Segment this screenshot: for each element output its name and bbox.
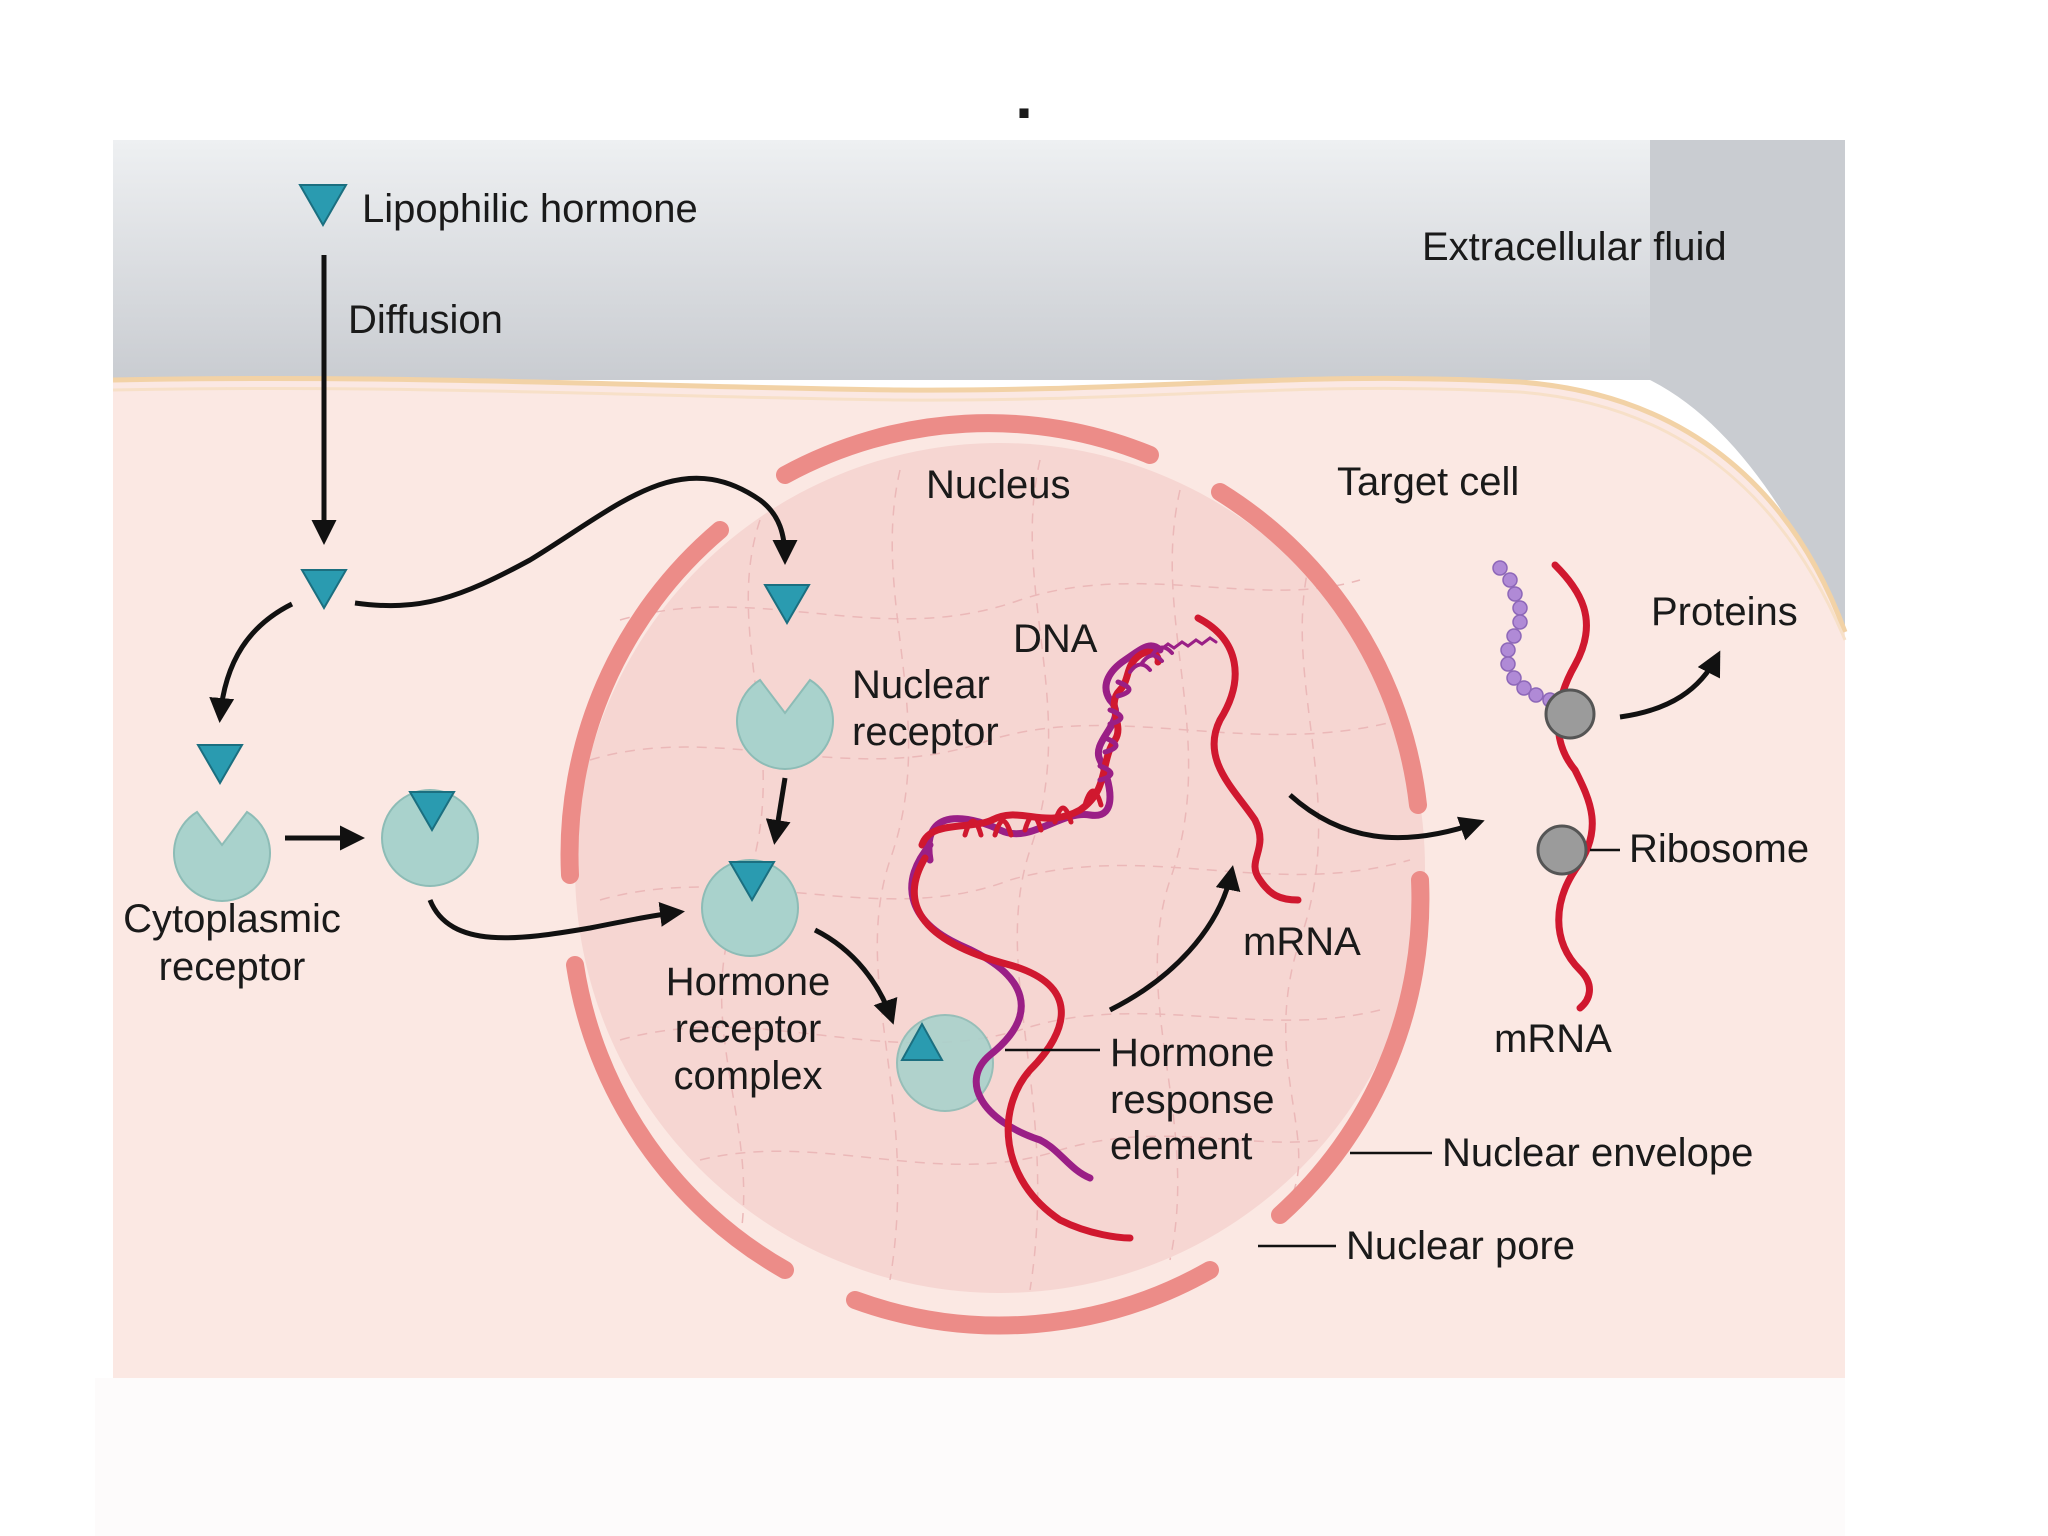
- hormone-icon: [196, 744, 244, 785]
- hormone-icon: [763, 584, 811, 625]
- label-nucleus: Nucleus: [926, 463, 1071, 507]
- arrow-to-complex: [427, 899, 685, 941]
- label-hormone-response-element-line2: response: [1110, 1078, 1275, 1122]
- cell-membrane: [112, 375, 1848, 633]
- label-hormone-receptor-complex-line1: Hormone: [666, 960, 831, 1004]
- arrow-protein-release: [1619, 650, 1721, 720]
- label-dna: DNA: [1013, 617, 1098, 661]
- extracellular-side-region: [1650, 140, 1845, 640]
- label-hormone-receptor-complex-line3: complex: [674, 1054, 823, 1098]
- nuclear-receptor: [736, 678, 834, 770]
- dna-double-helix: [908, 636, 1218, 1242]
- arrow-to-cytoplasmic-receptor: [209, 601, 294, 723]
- label-nuclear-receptor-line1: Nuclear: [852, 663, 990, 707]
- label-lipophilic-hormone: Lipophilic hormone: [362, 187, 698, 231]
- label-cytoplasmic-receptor-line2: receptor: [159, 945, 306, 989]
- mrna-strand-cytoplasmic: [1551, 561, 1596, 1012]
- pathway-arrows: [209, 255, 1721, 1025]
- protein-chain: [1492, 560, 1558, 708]
- nucleoplasm: [575, 443, 1425, 1293]
- arrow-mrna-export: [1288, 793, 1485, 841]
- lipophilic-hormone-icon: [298, 184, 348, 228]
- mrna-strand-nuclear: [1194, 614, 1302, 904]
- ribosome: [1536, 824, 1588, 876]
- label-hormone-response-element-line1: Hormone: [1110, 1031, 1275, 1075]
- slide-bullet: .: [1015, 60, 1033, 132]
- label-leader-lines: [1005, 848, 1620, 1248]
- ribosome: [1544, 688, 1596, 740]
- label-ribosome: Ribosome: [1629, 827, 1809, 871]
- arrow-nuclear-receptor-to-complex: [765, 777, 791, 845]
- hormone-receptor-complex: [701, 859, 799, 957]
- arrow-complex-to-dna: [813, 927, 898, 1025]
- cell-membrane-inner: [112, 386, 1847, 641]
- label-hormone-response-element-line3: element: [1110, 1124, 1252, 1168]
- slide-bottom-area: [95, 1378, 1845, 1536]
- label-proteins: Proteins: [1651, 590, 1798, 634]
- label-diffusion: Diffusion: [348, 298, 503, 342]
- hormone-icon: [300, 569, 348, 610]
- hormone-bound-cytoplasmic-receptor: [381, 789, 479, 887]
- arrow-to-nucleus: [354, 475, 798, 609]
- label-nuclear-envelope: Nuclear envelope: [1442, 1131, 1753, 1175]
- nuclear-envelope: [560, 414, 1430, 1335]
- label-mrna-nuclear: mRNA: [1243, 920, 1361, 964]
- label-target-cell: Target cell: [1337, 460, 1519, 504]
- label-extracellular-fluid: Extracellular fluid: [1422, 225, 1727, 269]
- label-nuclear-pore: Nuclear pore: [1346, 1224, 1575, 1268]
- hormone-icon: [900, 1021, 944, 1061]
- cytoplasmic-receptor: [173, 810, 271, 902]
- label-nuclear-receptor-line2: receptor: [852, 710, 999, 754]
- hormone-icon: [728, 861, 776, 902]
- hormone-icon: [408, 791, 456, 832]
- label-mrna-cytoplasmic: mRNA: [1494, 1017, 1612, 1061]
- label-cytoplasmic-receptor-line1: Cytoplasmic: [123, 897, 341, 941]
- arrow-transcription: [1108, 865, 1241, 1013]
- extracellular-fluid-region: [113, 140, 1845, 380]
- label-hormone-receptor-complex-line2: receptor: [675, 1007, 822, 1051]
